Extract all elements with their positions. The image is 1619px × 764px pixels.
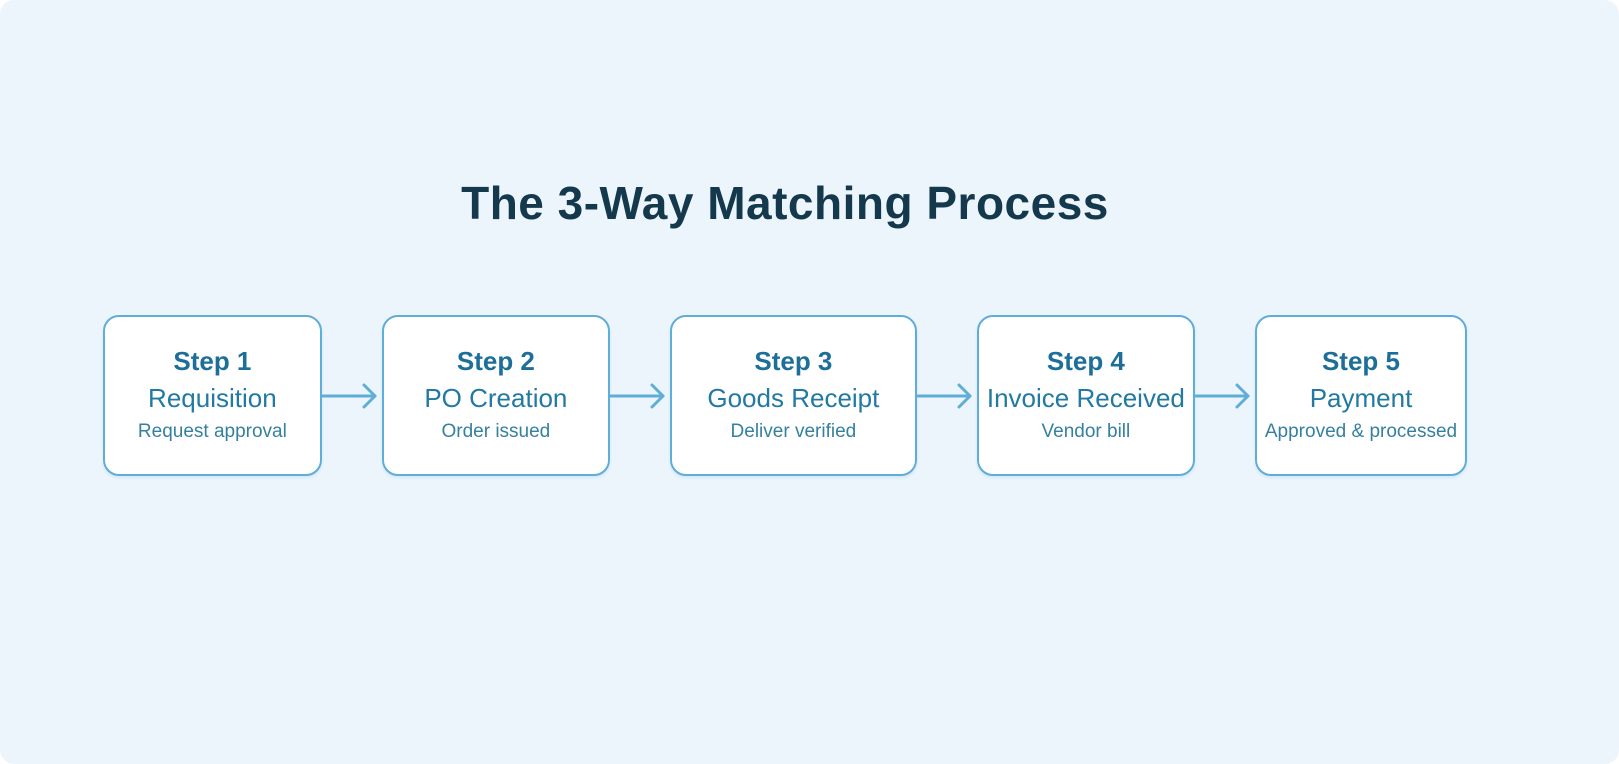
arrow-right-icon <box>321 380 382 412</box>
step-box-invoice-received: Step 4 Invoice Received Vendor bill <box>976 315 1195 476</box>
step-name: Goods Receipt <box>707 383 880 414</box>
step-label: Step 2 <box>456 346 535 377</box>
step-description: Approved & processed <box>1264 420 1458 442</box>
step-label: Step 5 <box>1321 346 1400 377</box>
step-label: Step 1 <box>173 346 252 377</box>
step-label: Step 4 <box>1046 346 1125 377</box>
arrow-right-icon <box>1194 380 1255 412</box>
arrow-right-icon <box>916 380 977 412</box>
step-description: Deliver verified <box>730 420 857 442</box>
title-row: The 3-Way Matching Process <box>0 178 1570 229</box>
step-label: Step 3 <box>754 346 833 377</box>
step-box-payment: Step 5 Payment Approved & processed <box>1254 315 1468 476</box>
page-title: The 3-Way Matching Process <box>461 177 1109 229</box>
step-description: Vendor bill <box>1041 420 1131 442</box>
step-description: Request approval <box>137 420 287 442</box>
step-box-goods-receipt: Step 3 Goods Receipt Deliver verified <box>669 315 917 476</box>
step-name: PO Creation <box>424 383 568 414</box>
process-flow: Step 1 Requisition Request approval Step… <box>0 315 1570 476</box>
step-description: Order issued <box>441 420 551 442</box>
step-box-po-creation: Step 2 PO Creation Order issued <box>381 315 610 476</box>
step-name: Invoice Received <box>986 383 1185 414</box>
arrow-right-icon <box>609 380 670 412</box>
step-name: Payment <box>1309 383 1413 414</box>
step-box-requisition: Step 1 Requisition Request approval <box>102 315 322 476</box>
step-name: Requisition <box>148 383 277 414</box>
